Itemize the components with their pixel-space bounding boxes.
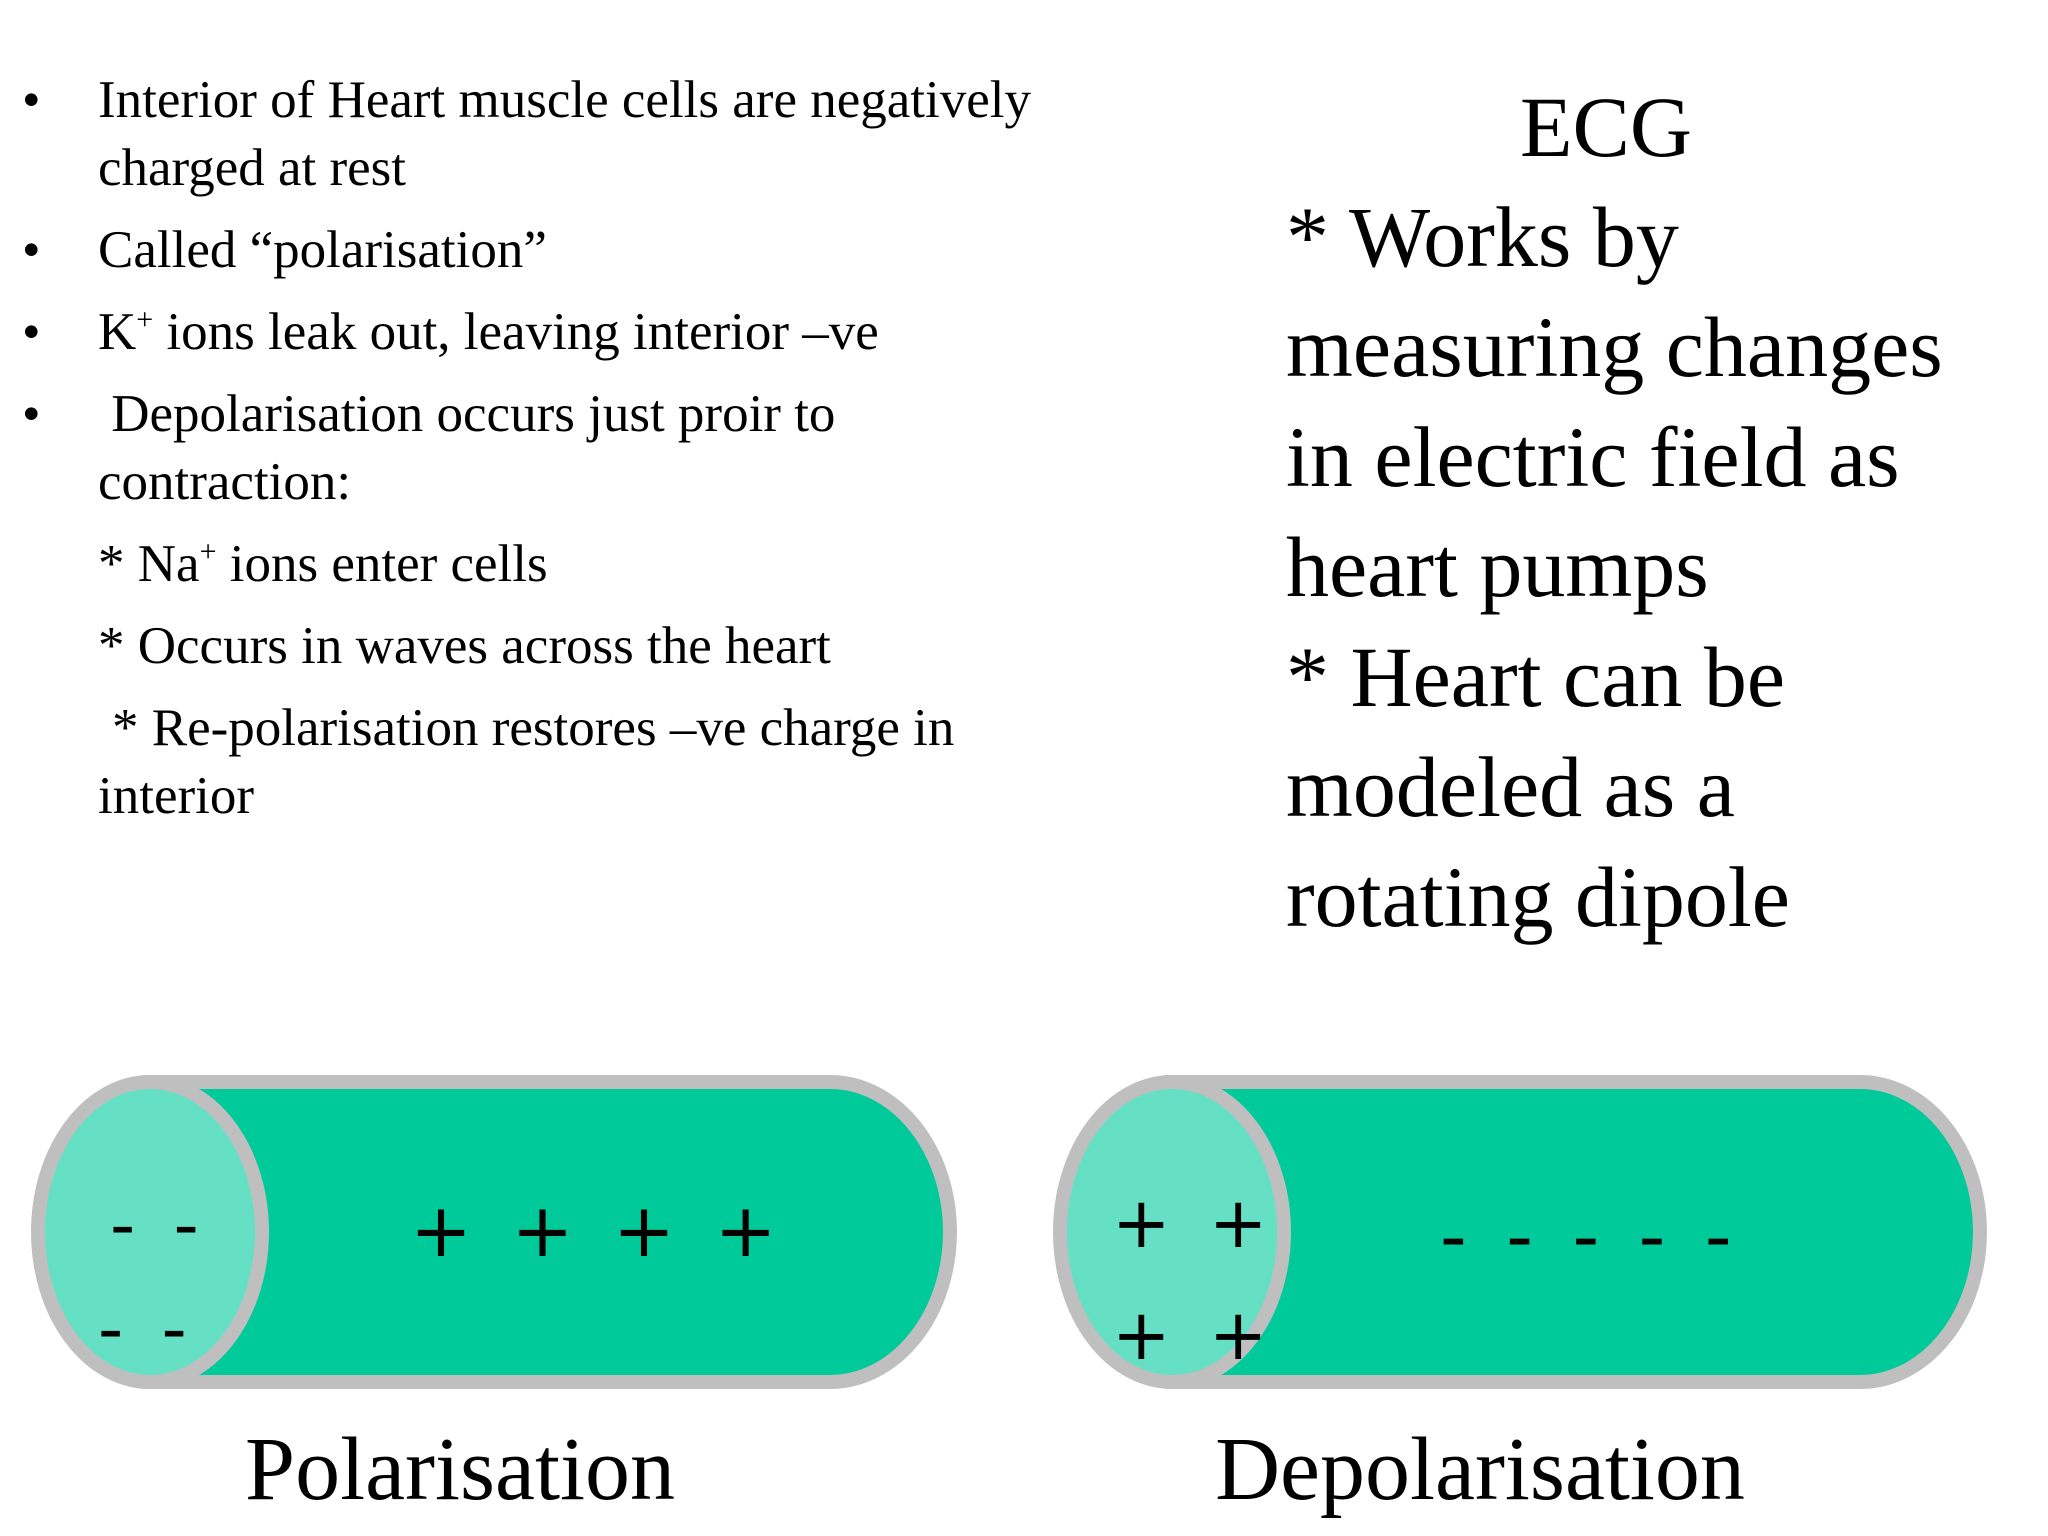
- ecg-panel: ECG * Works by measuring changes in elec…: [1286, 72, 2026, 952]
- ecg-line: rotating dipole: [1286, 849, 1790, 945]
- cylinder-body: [143, 1075, 957, 1389]
- ion-charge: +: [136, 303, 154, 336]
- cylinder-end-cap: [31, 1075, 269, 1389]
- sub-item-line: * Re-polarisation restores –ve charge in: [112, 699, 955, 757]
- ecg-line: * Works by: [1286, 189, 1679, 285]
- cylinder-body: [1165, 1075, 1987, 1389]
- ecg-title: ECG: [1520, 79, 1692, 175]
- bullet-text-line: Interior of Heart muscle cells are negat…: [98, 71, 1031, 129]
- polarisation-caption: Polarisation: [245, 1420, 675, 1519]
- sub-item-rest: ions enter cells: [216, 535, 548, 593]
- end-charges-bottom: + +: [1112, 1294, 1276, 1376]
- sub-item-repolarisation: * Re-polarisation restores –ve charge in…: [22, 694, 1132, 830]
- bullet-text-line: charged at rest: [98, 139, 407, 197]
- bullet-dot: •: [22, 221, 41, 279]
- bullet-text-line: contraction:: [98, 453, 352, 511]
- polarisation-cylinder: [31, 1075, 957, 1389]
- body-charges: - - - - -: [1440, 1194, 1740, 1280]
- bullet-text-rest: ions leak out, leaving interior –ve: [153, 303, 879, 361]
- bullet-dot: •: [22, 303, 41, 361]
- bullet-text-line: Called “polarisation”: [98, 221, 547, 279]
- bullet-list: • Interior of Heart muscle cells are neg…: [22, 66, 1132, 844]
- bullet-dot: •: [22, 385, 41, 443]
- bullet-item-potassium: • K+ ions leak out, leaving interior –ve: [22, 298, 1132, 366]
- end-charges-bottom: - -: [98, 1288, 195, 1370]
- depolarisation-cylinder: [1053, 1075, 1987, 1389]
- end-charges-top: + +: [1112, 1182, 1276, 1264]
- sub-item-line: interior: [98, 767, 254, 825]
- sub-item-prefix: * Na: [98, 535, 200, 593]
- depolarisation-caption: Depolarisation: [1215, 1420, 1745, 1519]
- depolarisation-diagram: + + + + - - - - -: [1050, 1072, 2000, 1392]
- sub-item-waves: * Occurs in waves across the heart: [98, 617, 831, 675]
- bullet-item-polarisation: • Called “polarisation”: [22, 216, 1132, 284]
- end-charges-top: - -: [110, 1184, 207, 1266]
- polarisation-diagram: - - - - + + + +: [30, 1072, 970, 1392]
- ion-symbol: K: [98, 303, 137, 361]
- cylinder-end-cap: [1053, 1075, 1291, 1389]
- body-charges: + + + +: [410, 1188, 785, 1274]
- ecg-line: in electric field as: [1286, 409, 1900, 505]
- bullet-item-depolarisation: • Depolarisation occurs just proir to co…: [22, 380, 1132, 516]
- bullet-dot: •: [22, 71, 41, 129]
- sub-item-sodium: * Na+ ions enter cells: [22, 530, 1132, 598]
- ion-charge: +: [199, 535, 217, 568]
- ecg-line: heart pumps: [1286, 519, 1709, 615]
- bullet-text-line: K+ ions leak out, leaving interior –ve: [98, 298, 1132, 366]
- ecg-line: modeled as a: [1286, 739, 1735, 835]
- ecg-line: measuring changes: [1286, 299, 1943, 395]
- ecg-line: * Heart can be: [1286, 629, 1785, 725]
- bullet-item-rest-charge: • Interior of Heart muscle cells are neg…: [22, 66, 1132, 202]
- bullet-text-line: Depolarisation occurs just proir to: [98, 385, 836, 443]
